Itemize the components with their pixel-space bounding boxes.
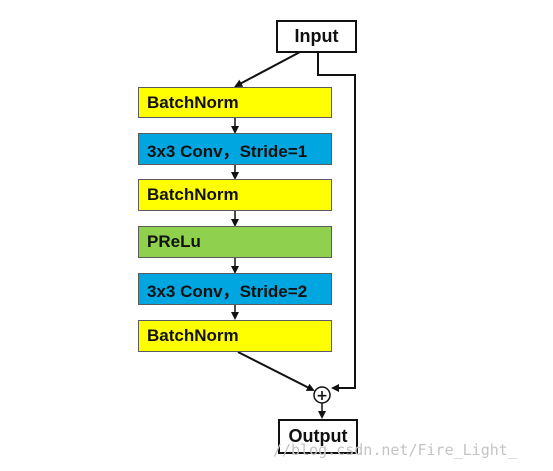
block-label: 3x3 Conv，Stride=1 [147, 141, 308, 161]
block-conv-stride-1: 3x3 Conv，Stride=1 [138, 133, 332, 165]
block-label: BatchNorm [147, 185, 239, 204]
block-label: PReLu [147, 232, 201, 251]
block-label: BatchNorm [147, 326, 239, 345]
input-label: Input [294, 26, 339, 46]
arrow-batchnorm-to-add [237, 351, 315, 391]
block-batchnorm-3: BatchNorm [138, 320, 332, 352]
output-box: Output [278, 419, 358, 454]
input-box: Input [276, 20, 357, 53]
block-label: BatchNorm [147, 92, 239, 112]
skip-connection [317, 52, 356, 392]
block-prelu: PReLu [138, 226, 332, 258]
block-label: 3x3 Conv，Stride=2 [147, 281, 308, 301]
block-batchnorm-2: BatchNorm [138, 179, 332, 211]
add-symbol: + [316, 388, 328, 404]
output-label: Output [288, 426, 348, 446]
watermark-text: //blog.csdn.net/Fire_Light_ [273, 441, 517, 459]
block-batchnorm-1: BatchNorm [138, 87, 332, 118]
arrow-input-to-batchnorm-1 [234, 51, 301, 87]
block-conv-stride-2: 3x3 Conv，Stride=2 [138, 273, 332, 305]
